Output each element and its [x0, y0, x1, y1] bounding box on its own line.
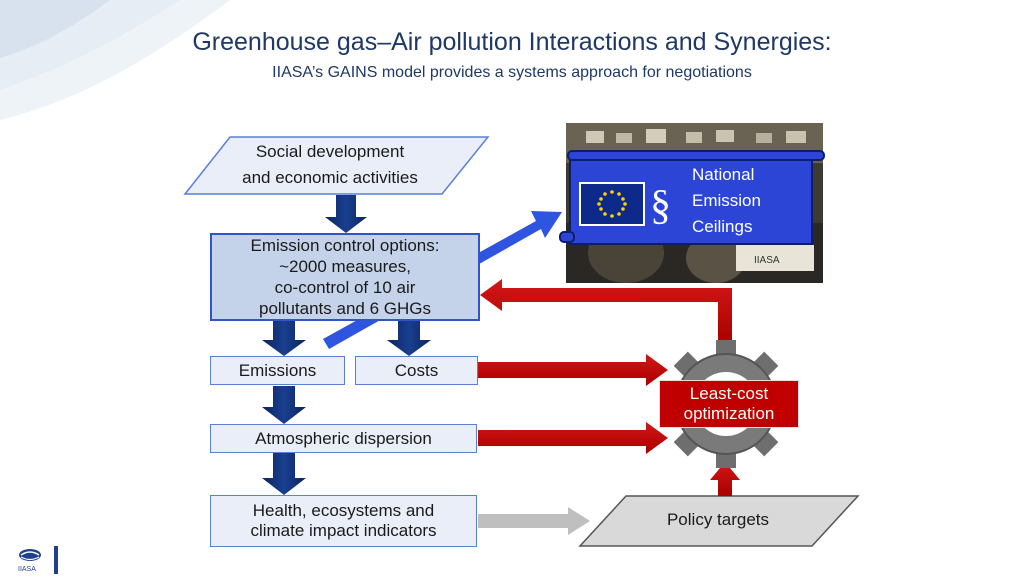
nec-label: National Emission Ceilings: [692, 165, 761, 236]
section-symbol: §: [650, 183, 671, 229]
slide-title: Greenhouse gas–Air pollution Interaction…: [192, 28, 832, 56]
policy-targets-shape: [578, 495, 860, 547]
social-development-shape: [183, 136, 490, 195]
nec-scroll-banner: §: [559, 150, 825, 245]
red-arrow-feedback-to-control: [480, 279, 732, 345]
iiasa-logo: IIASA: [14, 546, 62, 579]
policy-targets-text: Policy targets: [666, 510, 770, 529]
least-cost-optimization-box: Least-cost optimization: [659, 380, 799, 428]
emissions-box: Emissions: [210, 356, 345, 385]
down-arrow-control-to-costs: [387, 320, 431, 356]
logo-text: IIASA: [18, 566, 36, 573]
grey-arrow-health-to-policy: [478, 507, 590, 535]
red-arrow-policy-to-optimization: [710, 462, 740, 496]
down-arrow-emissions-to-dispersion: [262, 386, 306, 424]
social-development-text: Social development and economic activiti…: [242, 142, 418, 187]
red-arrow-costs-to-optimization: [478, 354, 668, 386]
down-arrow-social-to-control: [325, 195, 367, 233]
eu-flag-icon: [579, 182, 645, 226]
health-impact-indicators-box: Health, ecosystems and climate impact in…: [210, 495, 477, 547]
down-arrow-dispersion-to-health: [262, 453, 306, 495]
down-arrow-control-to-emissions: [262, 320, 306, 356]
emission-control-options-box: Emission control options: ~2000 measures…: [210, 233, 480, 321]
slide-subtitle: IIASA’s GAINS model provides a systems a…: [272, 64, 752, 81]
atmospheric-dispersion-box: Atmospheric dispersion: [210, 424, 477, 453]
red-arrow-dispersion-to-optimization: [478, 422, 668, 454]
costs-box: Costs: [355, 356, 478, 385]
photo-sign-text: IIASA: [754, 255, 780, 266]
